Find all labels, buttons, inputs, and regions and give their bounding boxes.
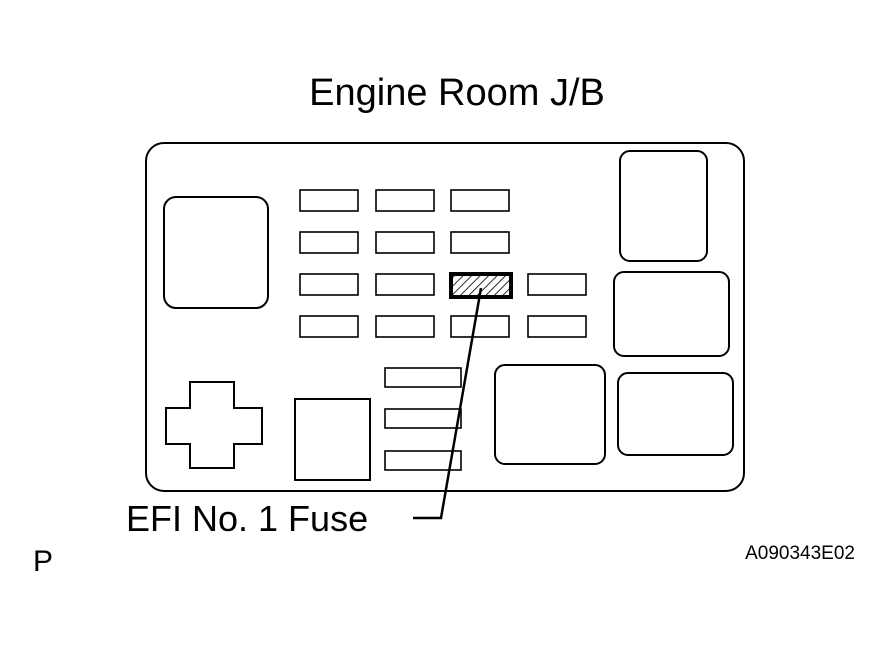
relay-center-bottom (494, 364, 606, 465)
fuse-slot (450, 189, 510, 212)
callout-leader-line (413, 287, 483, 520)
relay-bottom-right (617, 372, 734, 456)
fuse-slot (299, 273, 359, 296)
relay-large-left (163, 196, 269, 309)
fuse-slot (299, 189, 359, 212)
fuse-slot (450, 315, 510, 338)
relay-middle-right (613, 271, 730, 357)
fuse-slot (527, 273, 587, 296)
fuse-slot (299, 315, 359, 338)
fuse-row-4 (299, 315, 587, 338)
fuse-slot (299, 231, 359, 254)
figure-code: A090343E02 (745, 543, 855, 564)
fuse-slot (375, 189, 435, 212)
fuse-row-2 (299, 231, 510, 254)
fuse-slot (384, 408, 462, 429)
fuse-slot (384, 367, 462, 388)
diagram-title: Engine Room J/B (309, 72, 605, 114)
fuse-row-3 (299, 272, 587, 299)
small-fuse-stack (384, 367, 462, 471)
relay-top-right (619, 150, 708, 262)
fuse-slot (375, 273, 435, 296)
fuse-row-1 (299, 189, 510, 212)
square-relay-block (294, 398, 371, 481)
corner-mark: P (33, 545, 53, 578)
fuse-slot (384, 450, 462, 471)
fuse-slot (450, 231, 510, 254)
callout-label-efi-no1-fuse: EFI No. 1 Fuse (126, 498, 368, 539)
fuse-slot (375, 231, 435, 254)
efi-no1-fuse-highlighted (449, 272, 513, 299)
fuse-slot (375, 315, 435, 338)
cross-connector (165, 381, 263, 469)
fuse-slot (527, 315, 587, 338)
